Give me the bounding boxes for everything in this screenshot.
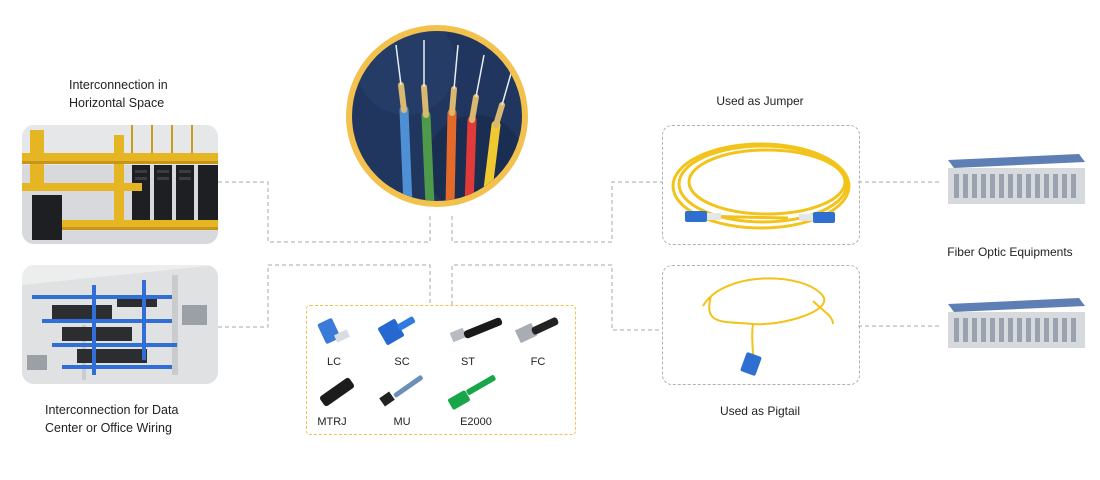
caption-line: Interconnection for Data [45,403,179,417]
pigtail-label: Used as Pigtail [719,404,801,418]
connector-label-e2000: E2000 [460,416,492,428]
fiber-cable-image [346,25,528,207]
connector-label-fc: FC [530,356,546,368]
e2000-connector-icon [448,375,496,410]
connector-types-box: LC SC ST FC MTRJ MU E2000 [306,305,576,435]
patch-cord-icon [671,142,851,230]
st-connector-icon [449,317,503,343]
line-horizontal-space [218,181,431,243]
caption-horizontal-space: Interconnection in Horizontal Space [69,76,168,112]
horizontal-space-photo [22,125,218,244]
fc-connector-icon [514,317,559,344]
fiber-equipment-top [940,154,1085,206]
connector-label-sc: SC [394,356,410,368]
pigtail-icon [702,277,834,376]
connector-label-mu: MU [393,416,411,428]
jumper-label: Used as Jumper [716,94,804,108]
pigtail-box [662,265,860,385]
mu-connector-icon [379,375,423,407]
connector-label-mtrj: MTRJ [317,416,347,428]
connector-label-lc: LC [326,356,342,368]
mtrj-connector-icon [319,377,355,407]
connector-label-st: ST [460,356,476,368]
fiber-equipment-bottom [940,298,1085,350]
line-data-center [218,264,431,328]
line-jumper [451,181,662,243]
line-pigtail [451,264,662,331]
caption-line: Center or Office Wiring [45,421,172,435]
lc-connector-icon [317,318,351,344]
data-center-photo [22,265,218,384]
caption-line: Interconnection in [69,78,168,92]
sc-connector-icon [378,316,416,345]
caption-data-center: Interconnection for Data Center or Offic… [45,401,178,437]
jumper-box [662,125,860,245]
caption-line: Horizontal Space [69,96,165,110]
equipment-label: Fiber Optic Equipments [947,245,1073,259]
